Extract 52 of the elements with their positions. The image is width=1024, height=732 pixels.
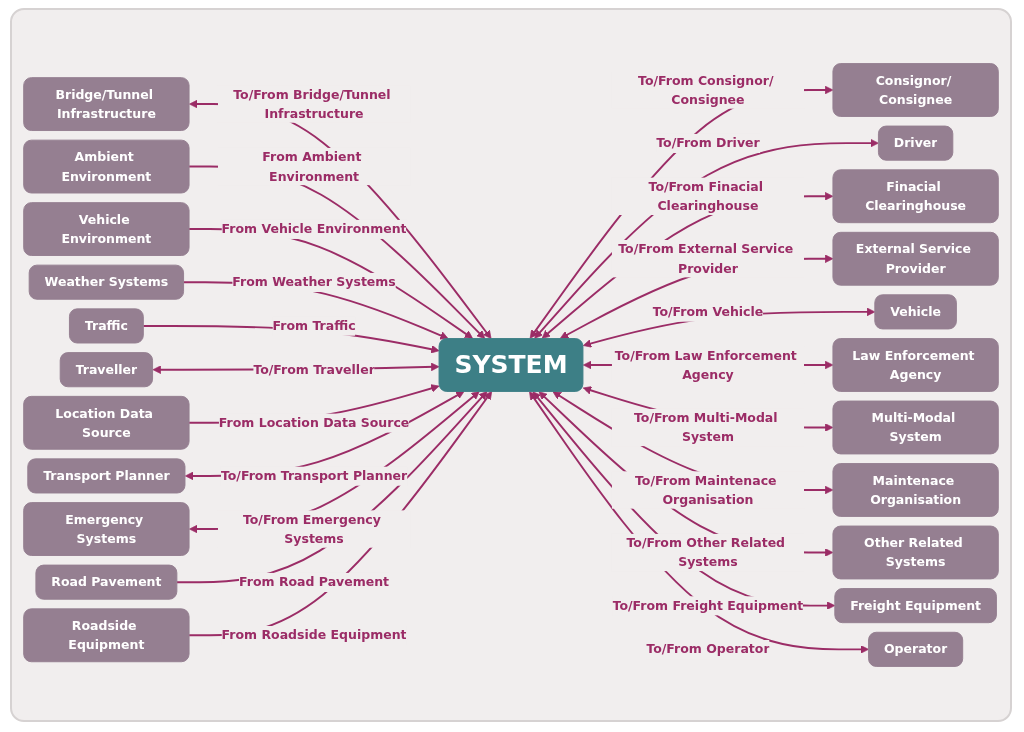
edge-label: To/From External Service Provider — [618, 241, 794, 276]
arrow — [559, 254, 834, 339]
arrow — [188, 228, 474, 339]
node-box: Freight Equipment — [834, 588, 997, 624]
edge-label: To/From Maintenace Organisation — [634, 473, 777, 507]
node-box: Bridge/Tunnel Infrastructure — [23, 77, 190, 131]
edge-label: From Ambient Environment — [262, 149, 362, 183]
edge-label: From Location Data Source — [218, 415, 410, 430]
edge-label: To/From Operator — [646, 641, 770, 657]
node-box: Location Data Source — [23, 395, 190, 450]
node-box: Transport Planner — [27, 458, 186, 494]
node-box: SYSTEM — [438, 338, 584, 392]
edge-label: From Vehicle Environment — [221, 221, 407, 237]
edge-label: To/From Vehicle — [652, 304, 764, 319]
arrow — [188, 165, 486, 339]
edge-label: To/From Finacial Clearinghouse — [648, 179, 763, 213]
edge-label: To/From Freight Equipment — [612, 598, 804, 613]
node-box: External Service Provider — [832, 231, 999, 286]
node-box: Driver — [877, 125, 954, 161]
node-box: Operator — [868, 631, 964, 667]
node-box: Maintenace Organisation — [832, 463, 999, 517]
edge-label: To/From Traveller — [253, 362, 375, 377]
edge-label: From Traffic — [272, 318, 356, 333]
node-box: Road Pavement — [35, 564, 178, 600]
node-box: Emergency Systems — [23, 502, 190, 556]
node-box: Law Enforcement Agency — [832, 338, 999, 392]
edge-label: To/From Driver — [656, 135, 760, 151]
arrow — [182, 281, 449, 340]
node-box: Traffic — [68, 308, 144, 344]
edge-label: From Weather Systems — [232, 274, 396, 290]
node-box: Multi-Modal System — [832, 400, 999, 455]
edge-label: From Road Pavement — [239, 574, 390, 590]
node-box: Weather Systems — [28, 264, 185, 300]
arrow — [185, 391, 465, 481]
edge-label: To/From Emergency Systems — [242, 512, 381, 546]
node-box: Vehicle Environment — [23, 202, 190, 256]
edge-label: To/From Law Enforcement Agency — [614, 348, 797, 382]
edge-label: To/From Multi-Modal System — [633, 410, 778, 444]
node-box: Roadside Equipment — [23, 608, 190, 663]
edge-label: To/From Other Related Systems — [626, 535, 786, 569]
node-box: Traveller — [59, 352, 154, 388]
node-box: Consignor/ Consignee — [832, 63, 999, 117]
arrow — [189, 391, 480, 534]
edge-label: To/From Bridge/Tunnel Infrastructure — [233, 87, 391, 121]
node-box: Ambient Environment — [23, 139, 190, 194]
node-box: Other Related Systems — [832, 525, 999, 580]
edge-label: To/From Transport Planner — [220, 468, 408, 483]
arrow — [552, 391, 834, 495]
edge-label: To/From Consignor/ Consignee — [638, 73, 774, 107]
node-box: Finacial Clearinghouse — [832, 169, 999, 224]
node-box: Vehicle — [874, 294, 957, 330]
edge-label: From Roadside Equipment — [221, 627, 407, 643]
